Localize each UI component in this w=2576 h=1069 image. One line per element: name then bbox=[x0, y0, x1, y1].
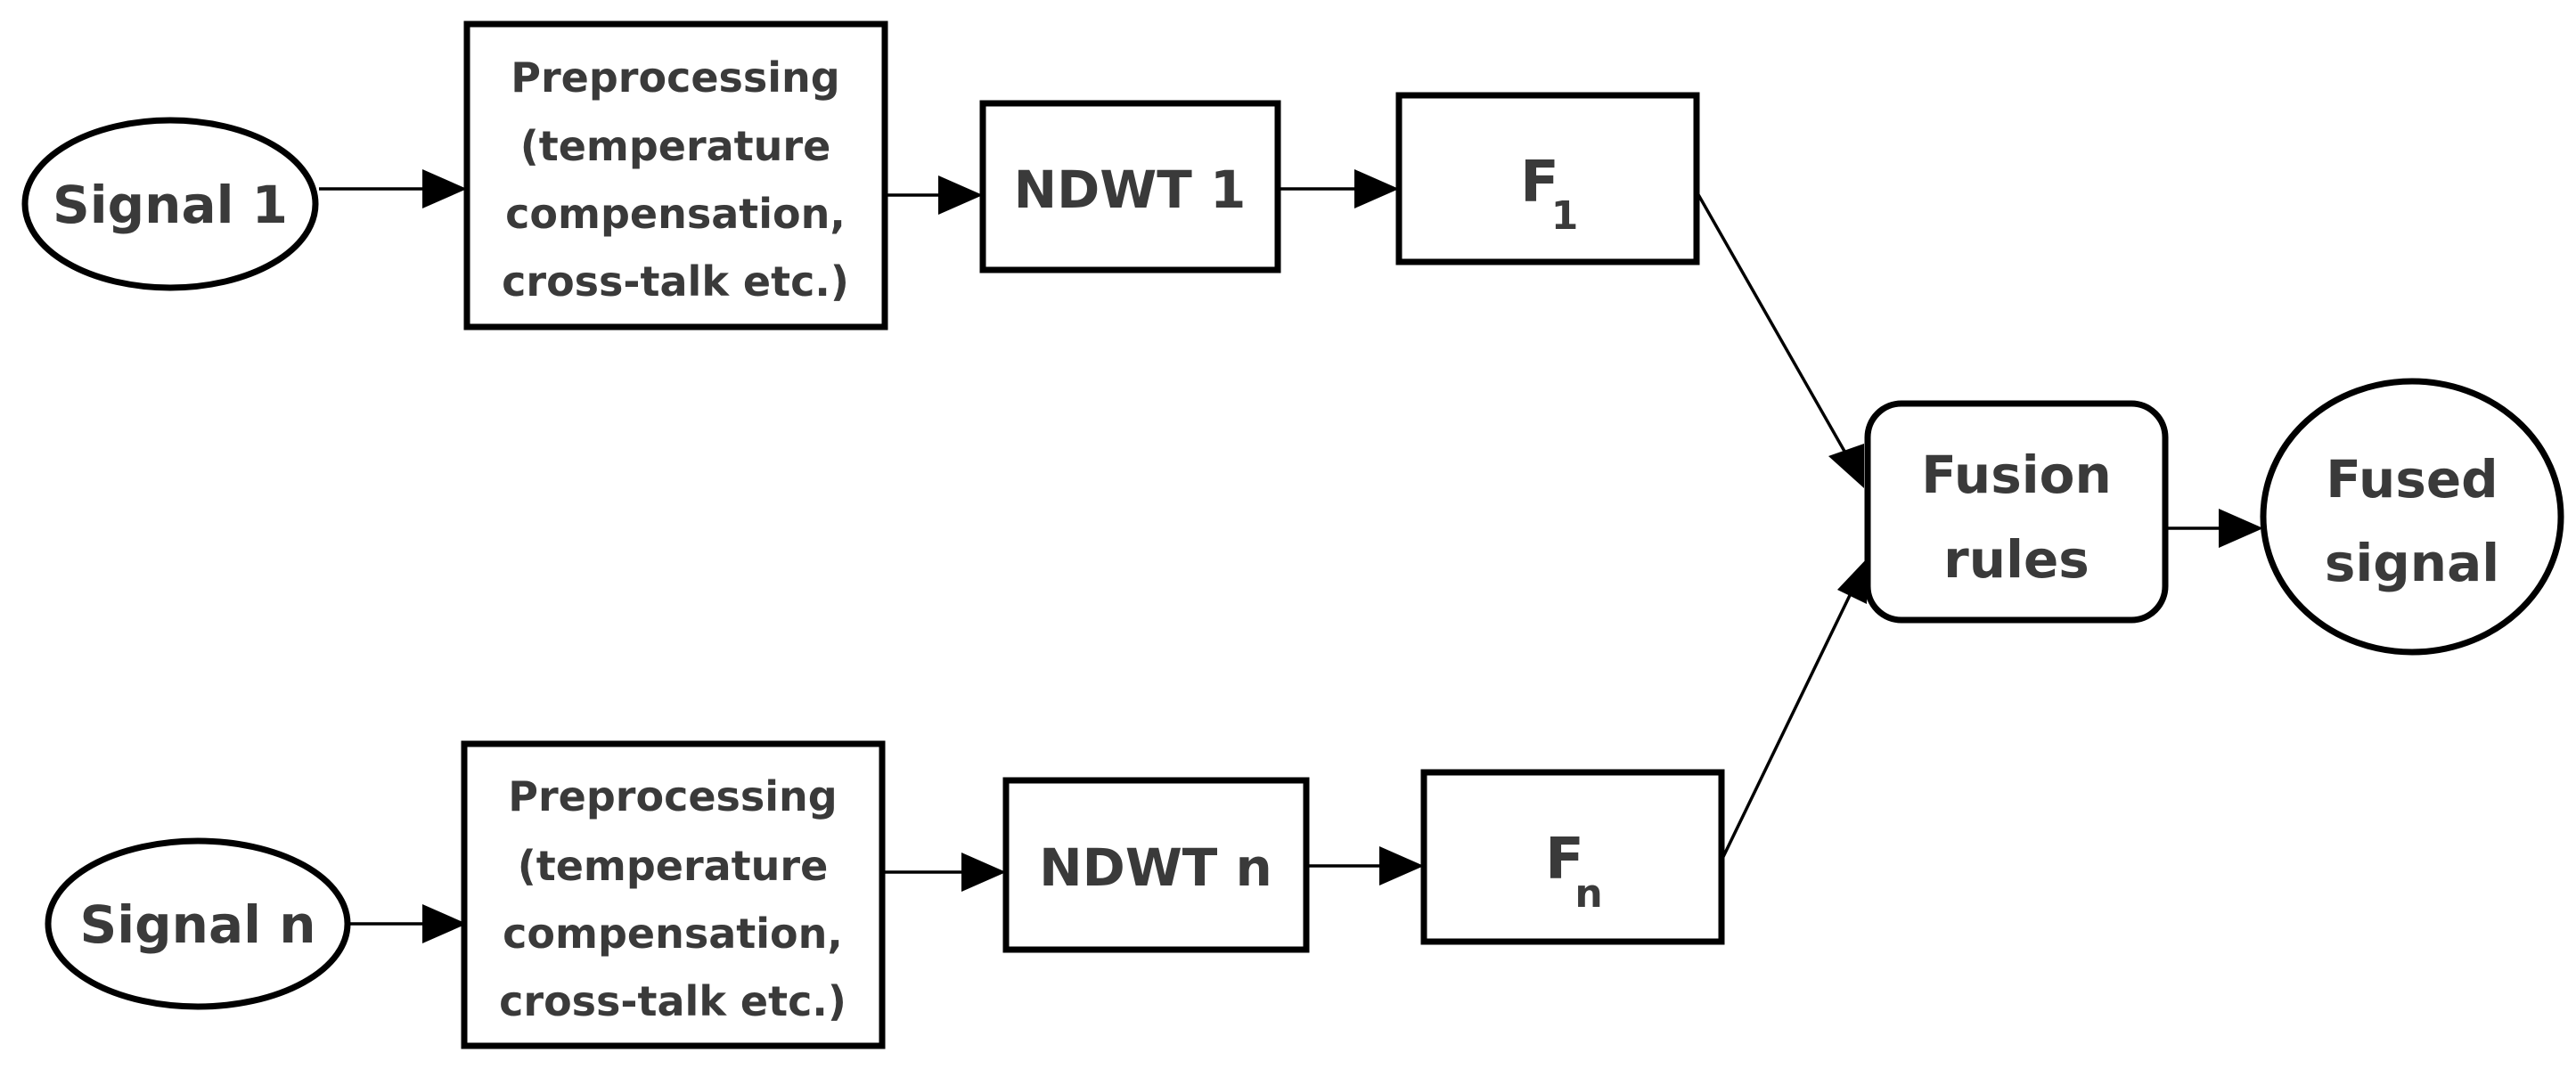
f-n-subscript: n bbox=[1574, 871, 1602, 917]
node-fused-signal: Fused signal bbox=[2260, 378, 2564, 656]
edge-preprocessing1-to-ndwt1 bbox=[885, 175, 983, 215]
fused-signal-line-1: Fused bbox=[2326, 449, 2498, 510]
f-1-subscript: 1 bbox=[1551, 193, 1579, 239]
edge-fusion-rules-to-fused-signal bbox=[2165, 509, 2263, 548]
node-signal-1: Signal 1 bbox=[21, 117, 319, 291]
edge-signaln-to-preprocessingn bbox=[348, 904, 467, 943]
edge-f1-to-fusion-rules bbox=[1695, 191, 1864, 488]
node-fusion-rules: Fusion rules bbox=[1864, 400, 2169, 624]
signal-n-label: Signal n bbox=[80, 894, 316, 955]
preprocessing-1-line-1: Preprocessing bbox=[511, 53, 839, 102]
preprocessing-n-line-2: (temperature bbox=[518, 842, 829, 890]
edge-fn-to-fusion-rules bbox=[1718, 557, 1869, 865]
edge-preprocessingn-to-ndwtn bbox=[885, 853, 1006, 892]
preprocessing-1-line-4: cross-talk etc.) bbox=[502, 257, 849, 306]
node-signal-n: Signal n bbox=[45, 837, 351, 1010]
fusion-rules-line-1: Fusion bbox=[1921, 445, 2112, 505]
signal-1-label: Signal 1 bbox=[53, 175, 288, 235]
ndwt-n-label: NDWT n bbox=[1039, 837, 1272, 898]
edge-signal1-to-preprocessing1 bbox=[319, 169, 467, 208]
ndwt-1-label: NDWT 1 bbox=[1014, 159, 1247, 220]
f-n-label: F bbox=[1545, 827, 1584, 893]
node-ndwt-n: NDWT n bbox=[1002, 777, 1310, 953]
edge-ndwtn-to-fn bbox=[1306, 846, 1424, 885]
node-preprocessing-n: Preprocessing (temperature compensation,… bbox=[461, 740, 886, 1049]
preprocessing-n-line-3: compensation, bbox=[503, 910, 843, 958]
node-f-n: F n bbox=[1420, 769, 1725, 945]
fusion-rules-line-2: rules bbox=[1943, 529, 2089, 590]
fused-signal-line-2: signal bbox=[2325, 533, 2499, 593]
edge-ndwt1-to-f1 bbox=[1278, 169, 1399, 208]
node-ndwt-1: NDWT 1 bbox=[979, 100, 1281, 273]
f-1-label: F bbox=[1520, 150, 1559, 216]
preprocessing-1-line-3: compensation, bbox=[505, 190, 846, 238]
node-f-1: F 1 bbox=[1395, 92, 1700, 265]
preprocessing-n-line-4: cross-talk etc.) bbox=[499, 977, 846, 1025]
preprocessing-n-line-1: Preprocessing bbox=[508, 772, 837, 820]
node-preprocessing-1: Preprocessing (temperature compensation,… bbox=[463, 20, 888, 330]
preprocessing-1-line-2: (temperature bbox=[520, 122, 831, 170]
